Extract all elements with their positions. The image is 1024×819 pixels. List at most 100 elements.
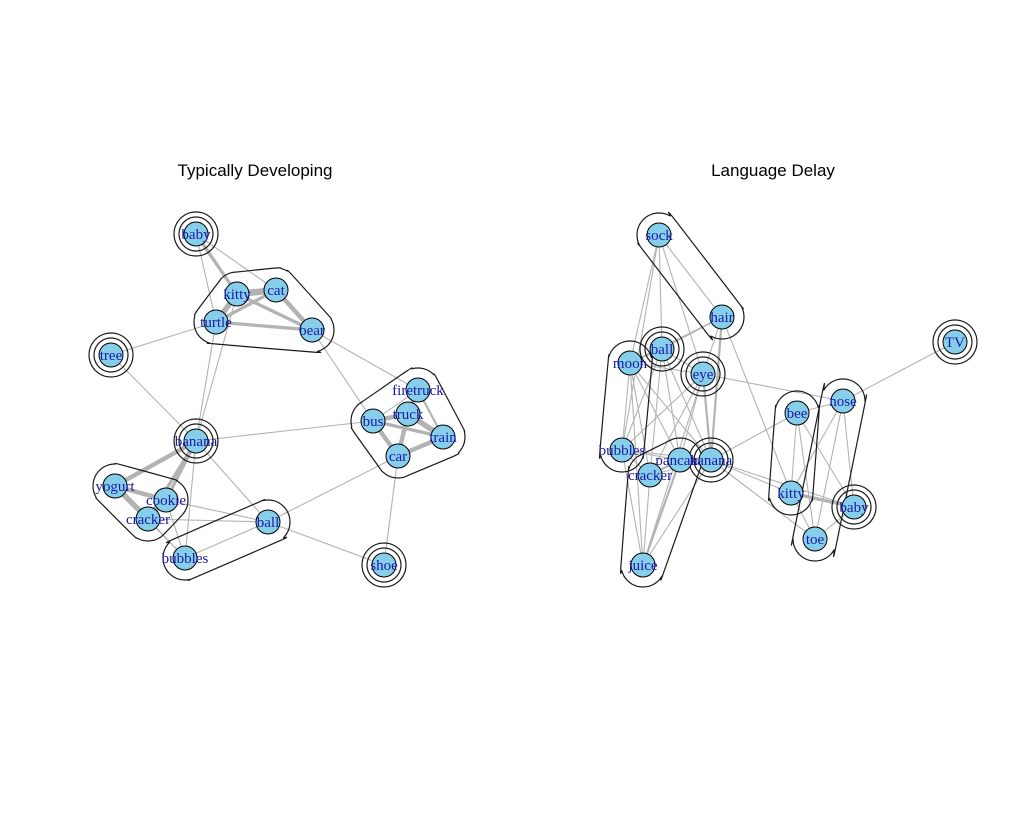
node-circle-pancake (667, 447, 693, 473)
edge-ball-cracker (649, 348, 663, 476)
edge-banana-bee (710, 412, 798, 461)
edge-hair-kitty (721, 316, 792, 494)
node-label-cracker: cracker (126, 512, 170, 528)
edge-ball-car (267, 455, 399, 523)
node-circle-turtle (203, 309, 229, 335)
edge-moon-banana (629, 362, 712, 461)
node-banana: banana (690, 447, 733, 473)
node-circle-moon (617, 350, 643, 376)
edge-cracker-juice (642, 474, 651, 566)
edge-hair-banana (709, 315, 724, 462)
cluster-outline-sock-hair (636, 211, 745, 341)
node-toe: toe (802, 526, 828, 552)
node-label-moon: moon (613, 356, 648, 372)
cluster-inner-outline-tv (937, 324, 973, 360)
cluster-inner-outline-banana (178, 423, 214, 459)
node-label-banana: banana (175, 434, 218, 450)
node-eye: eye (690, 361, 716, 387)
node-cookie: cookie (146, 487, 186, 513)
cluster-outline-yogurt-cookie-cracker (92, 462, 189, 542)
edge-banana-juice (642, 459, 712, 566)
node-circle-cracker (135, 506, 161, 532)
edge-ball-bubbles (184, 521, 269, 559)
edge-moon-cracker (629, 362, 651, 476)
edge-bee-kitty (790, 412, 798, 494)
node-circle-yogurt (102, 473, 128, 499)
node-label-truck: truck (393, 407, 424, 423)
node-cracker: cracker (628, 462, 672, 488)
node-label-bubbles: bubbles (599, 443, 646, 459)
node-juice: juice (627, 552, 658, 578)
edge-sock-hair (658, 234, 723, 318)
node-label-cat: cat (267, 283, 285, 299)
edge-tree-banana (110, 354, 197, 442)
edge-sock-eye (658, 234, 704, 375)
node-circle-baby (183, 221, 209, 247)
edge-turtle-bear (214, 320, 314, 332)
node-label-baby: baby (839, 500, 869, 516)
node-circle-eye (690, 361, 716, 387)
node-circle-baby (841, 494, 867, 520)
cluster-outline-kitty-cat-turtle-bear (193, 267, 335, 354)
node-circle-kitty (224, 281, 250, 307)
edge-banana-bubbles (184, 440, 197, 559)
node-car: car (385, 443, 411, 469)
node-circle-truck (395, 401, 421, 427)
node-label-shoe: shoe (370, 558, 398, 574)
node-baby: baby (839, 494, 869, 520)
edge-turtle-banana (195, 321, 217, 442)
edge-kitty-banana (195, 293, 238, 442)
node-label-cracker: cracker (628, 468, 672, 484)
node-label-sock: sock (645, 228, 673, 244)
edge-nose-toe (814, 400, 844, 540)
node-circle-banana (698, 447, 724, 473)
node-label-tv: TV (945, 335, 965, 351)
cluster-inner-outline-baby (836, 489, 872, 525)
edge-moon-pancake (629, 362, 681, 461)
cluster-outline-shoe (361, 542, 407, 588)
node-label-bear: bear (299, 323, 325, 339)
cluster-inner-outline-eye (685, 356, 721, 392)
node-sock: sock (645, 222, 673, 248)
cluster-outline-moon-bubbles (598, 340, 654, 473)
node-label-firetruck: firetruck (392, 383, 444, 399)
node-circle-cracker (637, 462, 663, 488)
node-label-juice: juice (627, 558, 657, 574)
node-circle-ball (255, 509, 281, 535)
node-circle-sock (646, 222, 672, 248)
node-label-train: train (429, 430, 457, 446)
node-circle-banana (183, 428, 209, 454)
node-label-turtle: turtle (200, 315, 232, 331)
cluster-outline-baby (173, 211, 219, 257)
edge-banana-ball (195, 440, 269, 523)
node-circle-cookie (153, 487, 179, 513)
node-moon: moon (613, 350, 648, 376)
node-tree: tree (98, 342, 124, 368)
node-label-kitty: kitty (777, 486, 805, 502)
node-label-toe: toe (806, 532, 825, 548)
panel-title-language-delay: Language Delay (711, 161, 835, 180)
cluster-inner-outline-shoe (366, 547, 402, 583)
node-baby: baby (181, 221, 211, 247)
edge-sock-ball (658, 234, 663, 350)
node-label-ball: ball (257, 515, 280, 531)
node-label-pancake: pancake (655, 453, 704, 469)
node-label-cookie: cookie (146, 493, 186, 509)
node-banana: banana (175, 428, 218, 454)
node-label-bus: bus (363, 414, 384, 430)
node-label-bubbles: bubbles (162, 551, 209, 567)
node-label-eye: eye (693, 367, 714, 383)
cluster-layer (598, 211, 978, 588)
node-hair: hair (709, 304, 735, 330)
cluster-outline-banana (688, 437, 734, 483)
node-circle-tree (98, 342, 124, 368)
node-circle-bubbles (609, 437, 635, 463)
node-truck: truck (393, 401, 424, 427)
node-circle-juice (630, 552, 656, 578)
edge-layer (621, 234, 956, 567)
node-circle-bus (360, 408, 386, 434)
node-circle-train (430, 424, 456, 450)
node-circle-shoe (371, 552, 397, 578)
node-circle-firetruck (405, 377, 431, 403)
node-yogurt: yogurt (95, 473, 135, 499)
